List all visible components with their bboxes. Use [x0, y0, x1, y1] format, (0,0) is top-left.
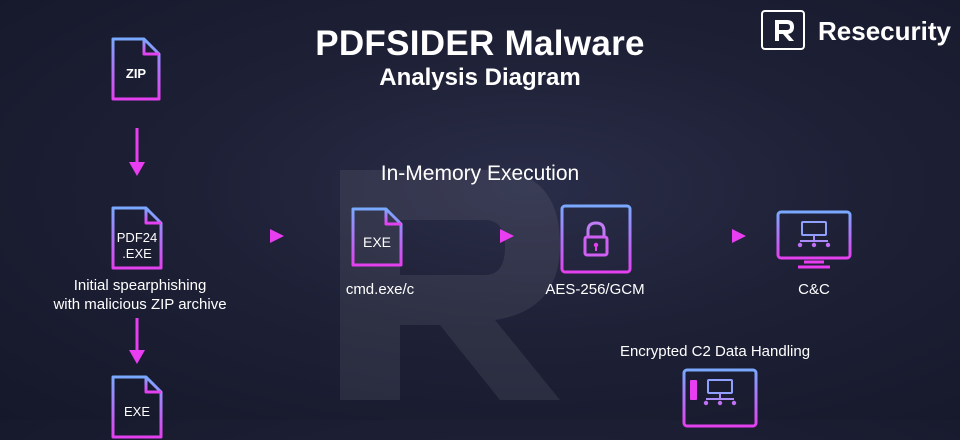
section-label: In-Memory Execution — [380, 162, 580, 185]
resecurity-logo-icon — [761, 10, 805, 50]
pdf24-caption-line1: Initial spearphishing — [73, 277, 207, 294]
exe-file-icon-bottom: EXE — [110, 374, 164, 440]
lock-icon — [560, 204, 632, 274]
c2-monitor-icon — [682, 368, 758, 428]
diagram-subtitle: Analysis Diagram — [379, 64, 581, 91]
arrow-down-icon — [127, 128, 147, 183]
monitor-network-icon — [776, 210, 852, 270]
cc-caption: C&C — [798, 281, 830, 298]
arrow-right-icon — [698, 228, 748, 249]
aes-caption: AES-256/GCM — [545, 281, 645, 298]
cmd-exe-file-icon: EXE — [350, 206, 404, 268]
pdf24-caption-line2: with malicious ZIP archive — [53, 296, 227, 313]
diagram-title: PDFSIDER Malware — [315, 24, 645, 63]
cmd-file-label: EXE — [362, 234, 391, 250]
c2-caption: Encrypted C2 Data Handling — [619, 343, 811, 360]
pdf24-file-label-line1: PDF24 — [116, 230, 158, 245]
cmd-caption: cmd.exe/c — [345, 281, 415, 298]
zip-file-icon: ZIP — [110, 36, 162, 102]
watermark-logo — [320, 150, 580, 420]
pdf24-file-label-line2: .EXE — [122, 246, 152, 261]
exe-bottom-file-label: EXE — [123, 404, 150, 419]
pdf24-exe-file-icon: PDF24 .EXE — [110, 205, 164, 271]
brand-name: Resecurity — [818, 16, 951, 46]
arrow-down-icon — [127, 318, 147, 371]
arrow-right-icon — [466, 228, 516, 249]
zip-file-label: ZIP — [125, 66, 147, 81]
arrow-right-icon — [236, 228, 286, 249]
